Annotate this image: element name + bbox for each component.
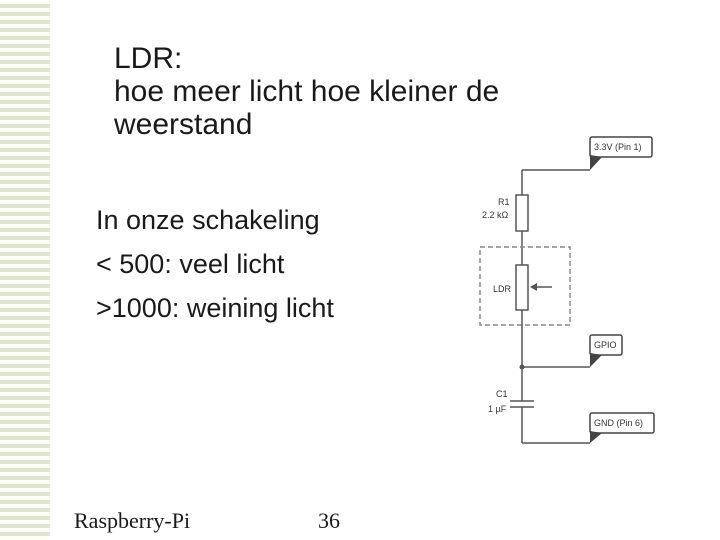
gpio-tag: GPIO [589,334,623,367]
supply-label: 3.3V (Pin 1) [594,142,642,152]
slide-body: In onze schakeling < 500: veel licht >10… [96,198,456,330]
supply-tag: 3.3V (Pin 1) [589,136,653,170]
ldr-resistor [515,264,529,311]
footer-title: Raspberry-Pi [74,508,191,533]
page-number: 36 [318,508,340,533]
c1-value-label: 1 µF [488,404,507,414]
title-line-2: hoe meer licht hoe kleiner de [114,75,500,108]
title-line-3: weerstand [114,108,253,141]
ground-tag: GND (Pin 6) [589,412,655,443]
body-line-3: >1000: weining licht [96,293,334,323]
ldr-label: LDR [493,284,512,294]
body-line-1: In onze schakeling [96,205,320,235]
c1-name-label: C1 [496,389,508,399]
r1-value-label: 2.2 kΩ [482,210,509,220]
decorative-stripe-bar [0,0,50,540]
body-line-2: < 500: veel licht [96,249,285,279]
ldr-dashed-box [479,246,571,326]
slide-title: LDR: hoe meer licht hoe kleiner de weers… [114,42,594,141]
ldr-circuit-diagram: 3.3V (Pin 1) GPIO GND (Pin 6) R1 2.2 kΩ … [479,136,655,444]
r1-resistor [515,194,529,232]
gpio-label: GPIO [594,340,617,350]
ldr-arrow-head [530,283,537,291]
r1-name-label: R1 [498,197,510,207]
ground-label: GND (Pin 6) [594,418,643,428]
title-line-1: LDR: [114,42,183,75]
